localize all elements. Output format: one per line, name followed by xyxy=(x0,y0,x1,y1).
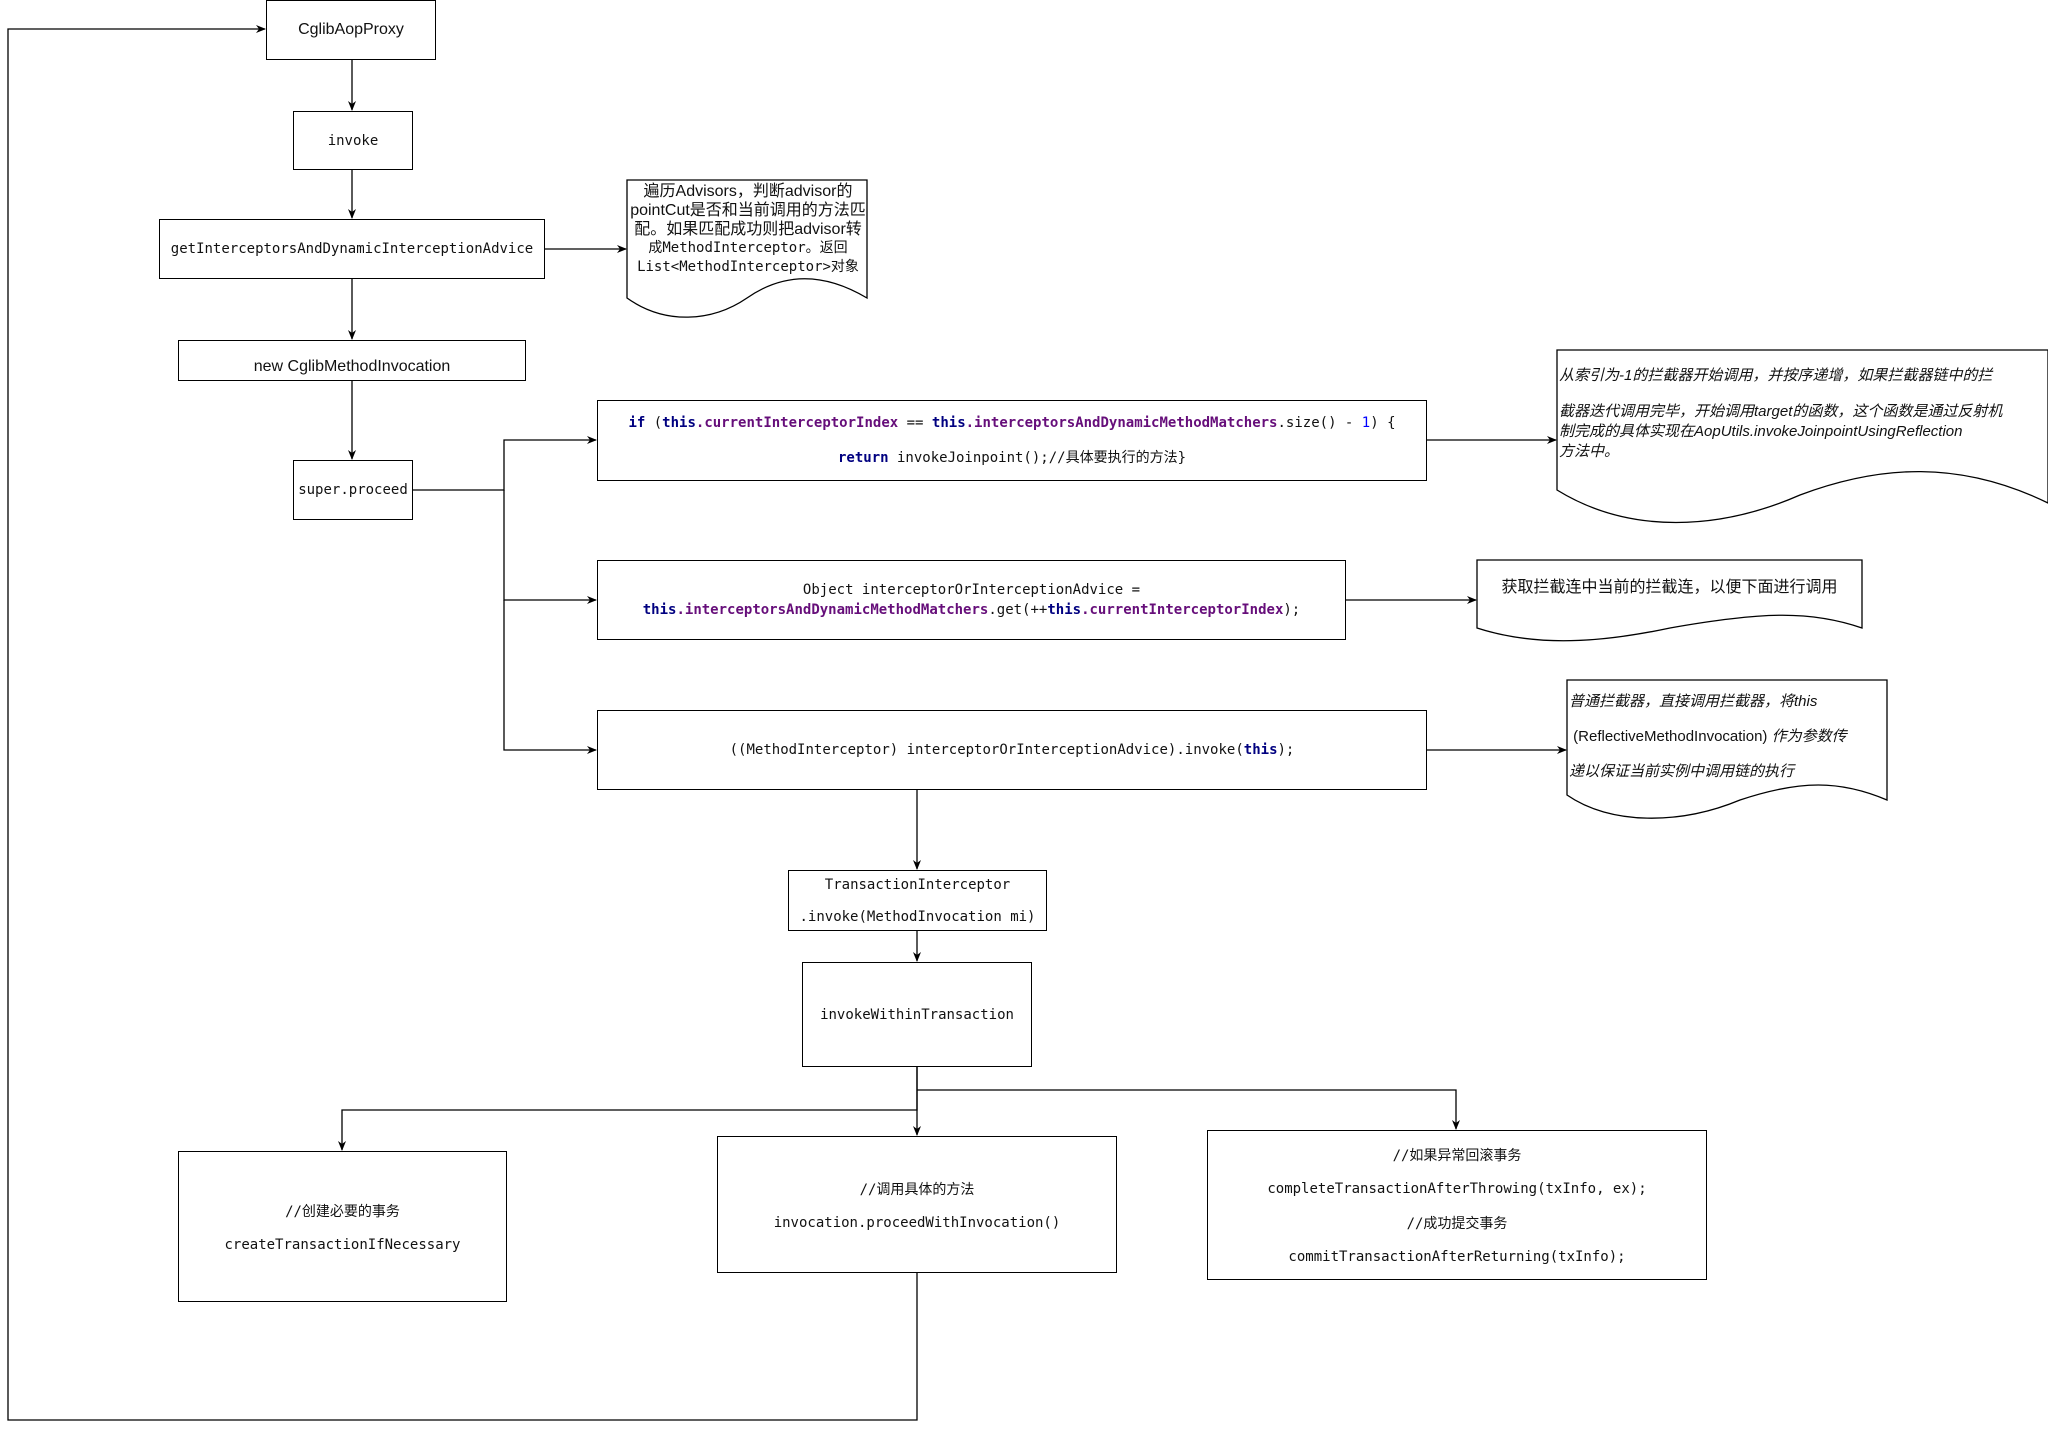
advice-line-2: this.interceptorsAndDynamicMethodMatcher… xyxy=(643,602,1300,618)
keyword-if: if xyxy=(628,414,646,431)
node-transaction-interceptor[interactable]: TransactionInterceptor .invoke(MethodInv… xyxy=(788,870,1047,931)
code-text: ( xyxy=(645,414,663,431)
keyword-return: return xyxy=(837,449,889,466)
arrow-proceed-to-if xyxy=(413,436,597,491)
code-text: == xyxy=(898,414,932,431)
note-line: 从索引为-1的拦截器开始调用，并按序递增，如果拦截器链中的拦 xyxy=(1559,367,1993,384)
advice-line-1: Object interceptorOrInterceptionAdvice = xyxy=(802,582,1141,598)
node-new-cglib-method-invocation[interactable]: new CglibMethodInvocation xyxy=(178,340,526,381)
code: invocation.proceedWithInvocation() xyxy=(773,1214,1061,1231)
note-line: 制完成的具体实现在AopUtils.invokeJoinpointUsingRe… xyxy=(1559,423,1963,440)
code-rollback: completeTransactionAfterThrowing(txInfo,… xyxy=(1267,1181,1647,1197)
node-complete-commit[interactable]: //如果异常回滚事务 completeTransactionAfterThrow… xyxy=(1207,1130,1707,1280)
arrow-proceed-to-invoke-interceptor xyxy=(503,600,597,754)
note-text: 作为参数传 xyxy=(1771,728,1847,745)
node-label: invokeWithinTransaction xyxy=(820,1006,1014,1023)
note-line: 配。如果匹配成功则把advisor转 xyxy=(634,221,862,238)
note-line: pointCut是否和当前调用的方法匹 xyxy=(630,202,866,219)
node-get-advice[interactable]: Object interceptorOrInterceptionAdvice =… xyxy=(597,560,1346,640)
node-invoke-within-transaction[interactable]: invokeWithinTransaction xyxy=(802,962,1032,1067)
code-text: invokeJoinpoint();//具体要执行的方法} xyxy=(888,449,1186,466)
comment-rollback: //如果异常回滚事务 xyxy=(1392,1148,1522,1164)
field-name: .currentInterceptorIndex xyxy=(1081,602,1284,618)
if-line: if (this.currentInterceptorIndex == this… xyxy=(628,415,1395,431)
comment: //调用具体的方法 xyxy=(859,1181,975,1198)
note-get-current[interactable]: 获取拦截连中当前的拦截连，以便下面进行调用 xyxy=(1477,578,1862,598)
invoke-line: ((MethodInterceptor) interceptorOrInterc… xyxy=(730,742,1295,758)
note-shape-index xyxy=(1556,349,2048,524)
node-label: super.proceed xyxy=(298,482,408,498)
code: createTransactionIfNecessary xyxy=(224,1236,461,1253)
code-text: .get(++ xyxy=(988,602,1048,618)
node-get-interceptors[interactable]: getInterceptorsAndDynamicInterceptionAdv… xyxy=(159,219,545,279)
node-label: getInterceptorsAndDynamicInterceptionAdv… xyxy=(170,241,534,257)
keyword-this: this xyxy=(642,602,677,618)
field-name: .interceptorsAndDynamicMethodMatchers xyxy=(965,414,1278,431)
field-name: .interceptorsAndDynamicMethodMatchers xyxy=(676,602,989,618)
node-if-check[interactable]: if (this.currentInterceptorIndex == this… xyxy=(597,400,1427,481)
note-text: (ReflectiveMethodInvocation) xyxy=(1573,728,1768,745)
return-line: return invokeJoinpoint();//具体要执行的方法} xyxy=(838,447,1186,467)
note-line: 递以保证当前实例中调用链的执行 xyxy=(1569,763,1795,780)
note-line: 遍历Advisors，判断advisor的 xyxy=(643,183,853,200)
code-text: ); xyxy=(1277,742,1295,758)
note-line: 普通拦截器，直接调用拦截器，将this xyxy=(1569,693,1818,710)
note-line: 成MethodInterceptor。返回 xyxy=(648,240,848,256)
node-cglib-aop-proxy[interactable]: CglibAopProxy xyxy=(266,0,436,60)
node-label: new CglibMethodInvocation xyxy=(253,357,451,375)
note-line: (ReflectiveMethodInvocation) 作为参数传 xyxy=(1569,719,1887,754)
keyword-this: this xyxy=(1243,742,1278,758)
note-index[interactable]: 从索引为-1的拦截器开始调用，并按序递增，如果拦截器链中的拦 截器迭代调用完毕，… xyxy=(1559,366,2048,462)
code-text: ((MethodInterceptor) interceptorOrInterc… xyxy=(729,742,1244,758)
keyword-this: this xyxy=(1047,602,1082,618)
note-advisors[interactable]: 遍历Advisors，判断advisor的 pointCut是否和当前调用的方法… xyxy=(629,182,867,277)
node-proceed-with-invocation[interactable]: //调用具体的方法 invocation.proceedWithInvocati… xyxy=(717,1136,1117,1273)
node-label: CglibAopProxy xyxy=(298,21,404,38)
node-label-line1: TransactionInterceptor xyxy=(824,876,1011,893)
node-invoke-interceptor[interactable]: ((MethodInterceptor) interceptorOrInterc… xyxy=(597,710,1427,790)
field-name: .currentInterceptorIndex xyxy=(695,414,899,431)
note-line: 方法中。 xyxy=(1559,443,1620,460)
comment-commit: //成功提交事务 xyxy=(1406,1216,1508,1232)
node-invoke[interactable]: invoke xyxy=(293,111,413,170)
note-plain-interceptor[interactable]: 普通拦截器，直接调用拦截器，将this (ReflectiveMethodInv… xyxy=(1569,684,1887,789)
node-create-transaction[interactable]: //创建必要的事务 createTransactionIfNecessary xyxy=(178,1151,507,1302)
code-text: ); xyxy=(1283,602,1301,618)
note-line: 截器迭代调用完毕，开始调用target的函数，这个函数是通过反射机 xyxy=(1559,403,2003,420)
note-shape-plain-interceptor xyxy=(1566,679,1888,819)
note-line: 获取拦截连中当前的拦截连，以便下面进行调用 xyxy=(1501,579,1838,596)
node-label: invoke xyxy=(327,132,379,149)
comment: //创建必要的事务 xyxy=(285,1203,400,1220)
keyword-this: this xyxy=(931,414,966,431)
code-text: ) { xyxy=(1370,414,1396,431)
arrow-proceed-to-get-advice xyxy=(503,490,597,604)
note-shape-get-current xyxy=(1476,559,1863,642)
code-text: .size() - xyxy=(1277,414,1362,431)
code-commit: commitTransactionAfterReturning(txInfo); xyxy=(1288,1249,1626,1265)
number-literal: 1 xyxy=(1361,414,1371,431)
arrow-within-to-complete xyxy=(917,1089,1460,1130)
note-line: List<MethodInterceptor>对象 xyxy=(637,259,859,275)
node-label-line2: .invoke(MethodInvocation mi) xyxy=(799,908,1036,925)
note-shape-advisors xyxy=(626,179,868,318)
arrow-loop-back-to-proxy xyxy=(7,25,918,1421)
keyword-this: this xyxy=(662,414,696,431)
node-super-proceed[interactable]: super.proceed xyxy=(293,460,413,520)
